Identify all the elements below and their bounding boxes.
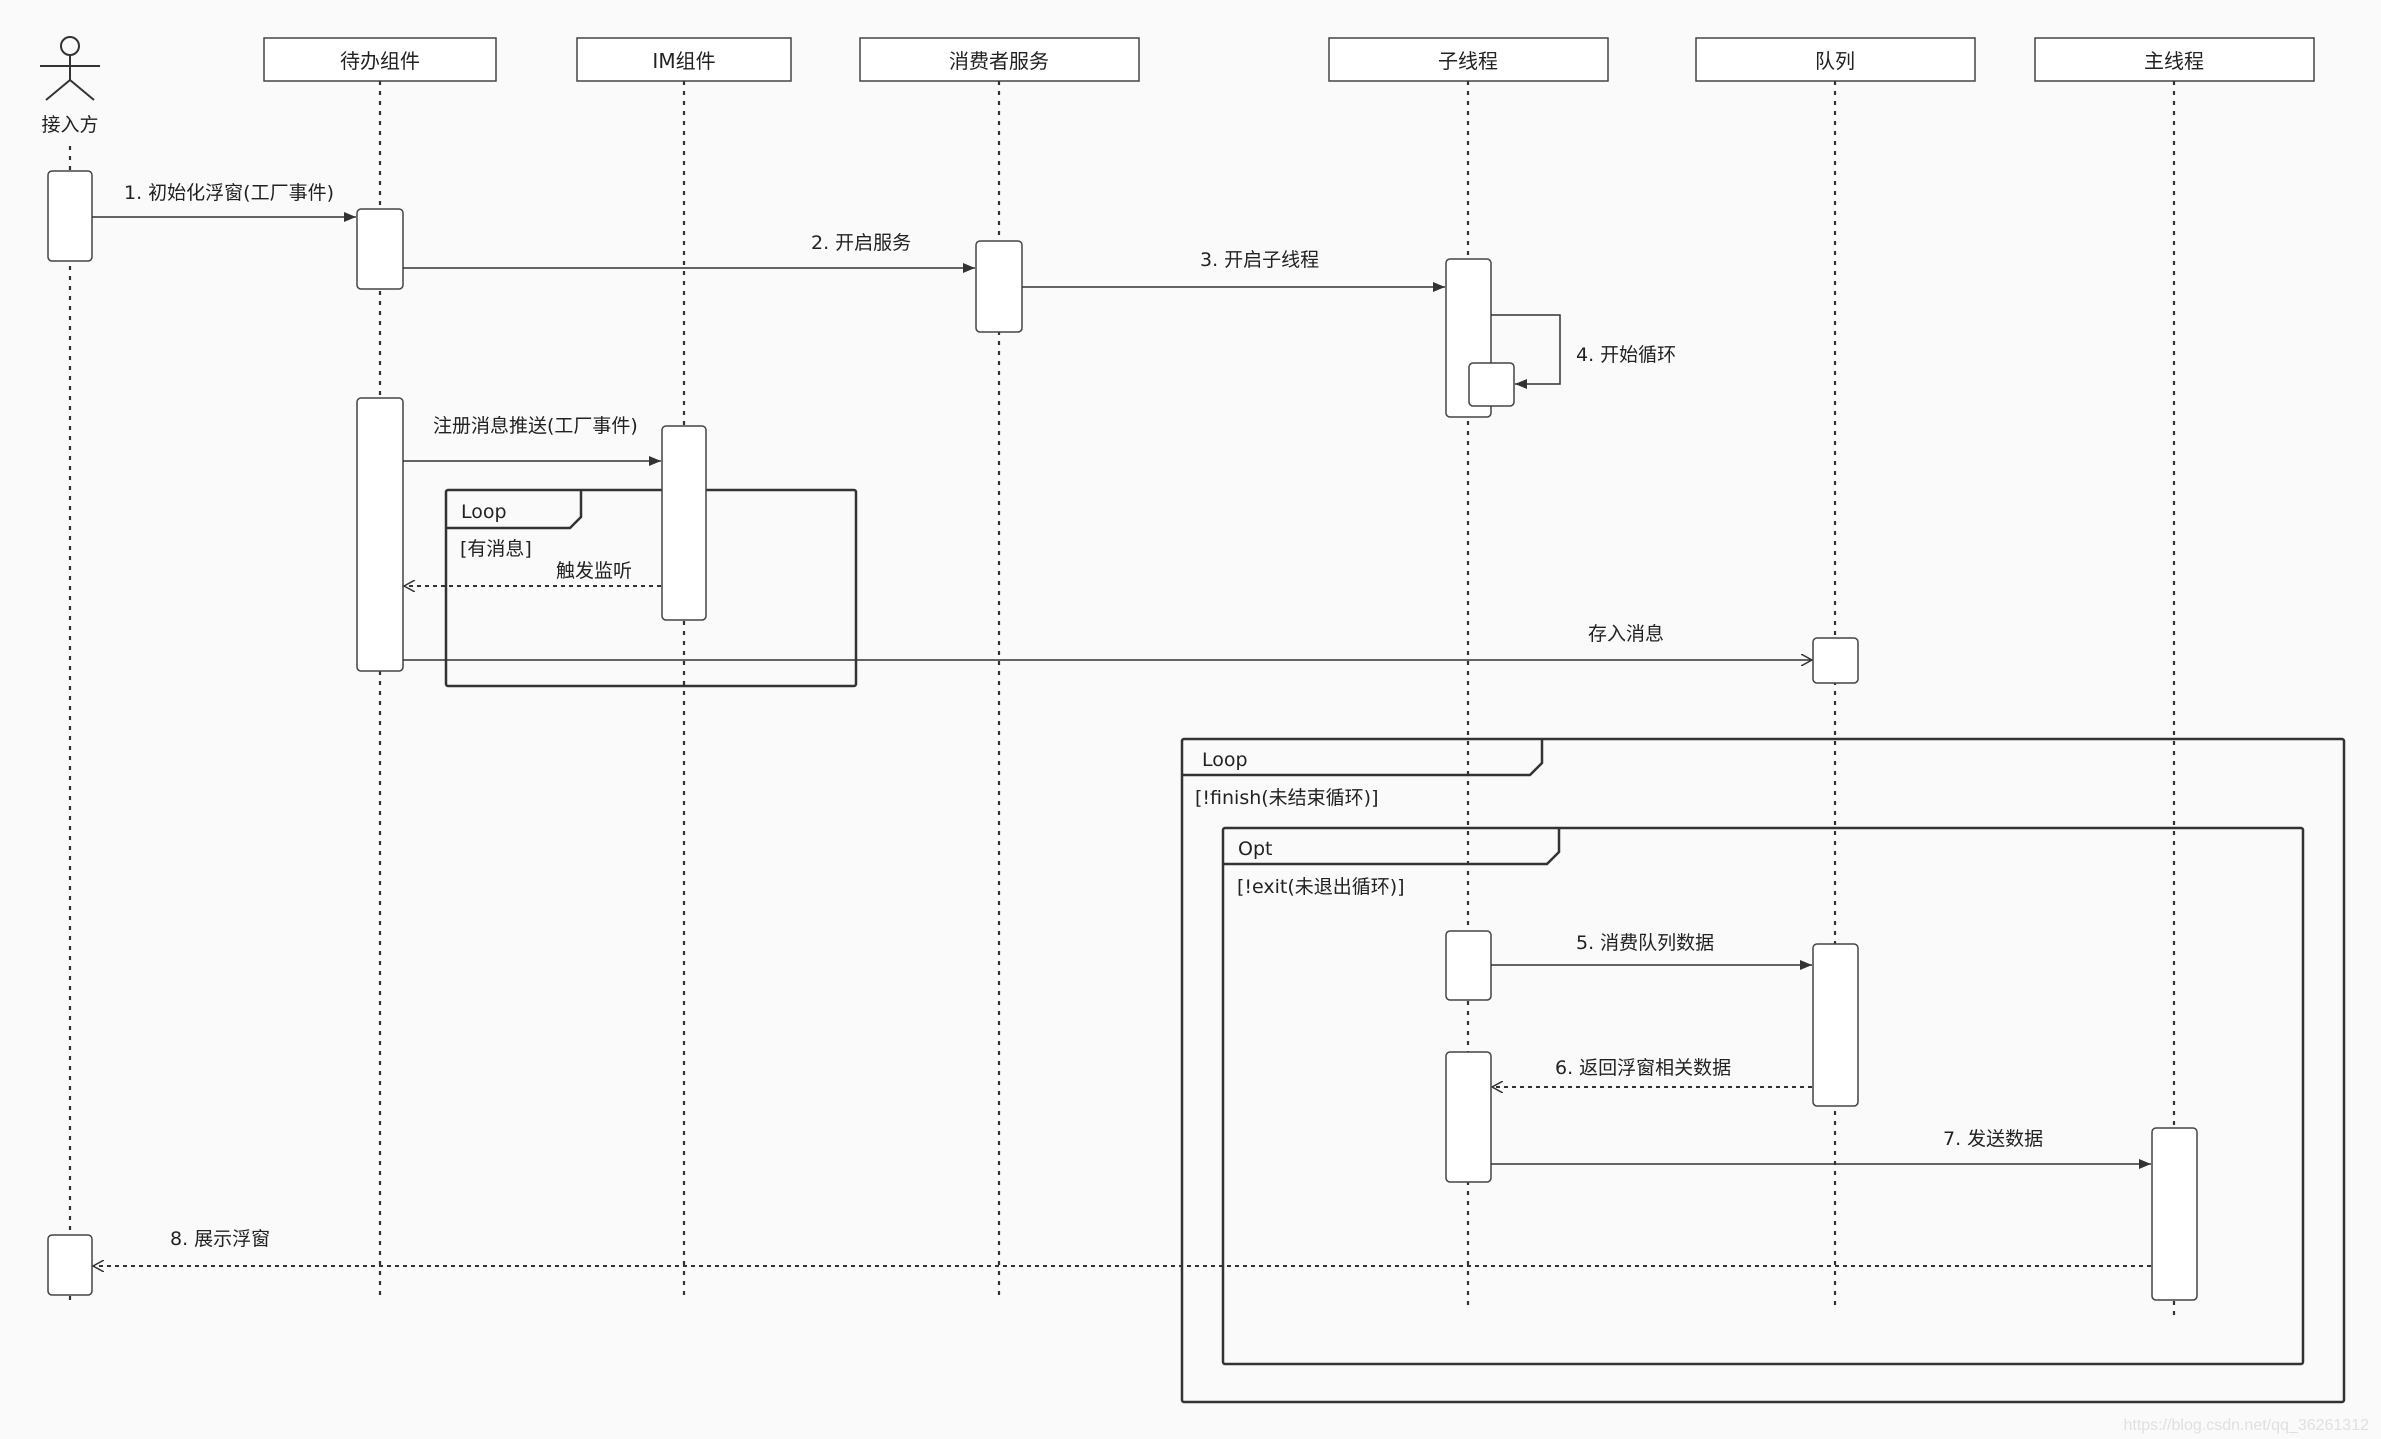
activation-queue-1 <box>1812 637 1859 684</box>
activation-queue-2 <box>1812 943 1859 1107</box>
message-trigger: 触发监听 <box>404 560 661 586</box>
message-label: 触发监听 <box>556 560 632 582</box>
activation-actor-1 <box>47 170 93 262</box>
actor-label: 接入方 <box>41 114 98 136</box>
message-8: 8. 展示浮窗 <box>93 1228 2151 1266</box>
message-label: 3. 开启子线程 <box>1200 249 1319 271</box>
activation-todo-1 <box>356 208 404 290</box>
fragment-loop-finish: Loop [!finish(未结束循环)] <box>1180 737 2346 1404</box>
participant-label: IM组件 <box>652 49 715 73</box>
fragment-opt-exit: Opt [!exit(未退出循环)] <box>1221 826 2305 1366</box>
actor-jierufang: 接入方 <box>40 36 100 136</box>
participant-label: 队列 <box>1815 49 1855 73</box>
message-label: 7. 发送数据 <box>1943 1128 2043 1150</box>
message-2: 2. 开启服务 <box>403 232 975 273</box>
fragment-type-label: Loop <box>461 501 507 523</box>
fragment-type-label: Loop <box>1202 749 1248 771</box>
fragment-guard: [!exit(未退出循环)] <box>1237 876 1405 898</box>
message-5: 5. 消费队列数据 <box>1491 932 1812 970</box>
activation-actor-2 <box>47 1234 93 1296</box>
message-4-self: 4. 开始循环 <box>1491 314 1676 389</box>
activation-subthread-2 <box>1445 930 1492 1001</box>
message-7: 7. 发送数据 <box>1491 1128 2151 1169</box>
message-label: 注册消息推送(工厂事件) <box>433 415 638 437</box>
participant-label: 主线程 <box>2144 49 2204 73</box>
message-label: 5. 消费队列数据 <box>1576 932 1714 954</box>
activation-im-1 <box>661 425 707 621</box>
participant-label: 子线程 <box>1438 49 1498 73</box>
message-label: 1. 初始化浮窗(工厂事件) <box>124 182 334 204</box>
activation-main-1 <box>2151 1127 2198 1301</box>
participant-label: 消费者服务 <box>949 49 1049 73</box>
fragment-guard: [有消息] <box>460 538 532 560</box>
message-label: 4. 开始循环 <box>1576 344 1676 366</box>
activation-consumer-1 <box>975 240 1023 333</box>
message-label: 8. 展示浮窗 <box>170 1228 270 1250</box>
participant-subthread: 子线程 <box>1328 37 1609 82</box>
fragment-loop-message: Loop [有消息] <box>444 488 858 688</box>
watermark-text: https://blog.csdn.net/qq_36261312 <box>2123 1417 2369 1434</box>
activation-subthread-nested <box>1468 362 1515 407</box>
activation-todo-2 <box>356 397 404 672</box>
message-store: 存入消息 <box>403 623 1812 660</box>
message-register: 注册消息推送(工厂事件) <box>403 415 661 466</box>
participant-label: 待办组件 <box>340 49 420 73</box>
participant-consumer: 消费者服务 <box>859 37 1140 82</box>
activation-subthread-3 <box>1445 1051 1492 1183</box>
fragment-type-label: Opt <box>1238 838 1272 860</box>
message-3: 3. 开启子线程 <box>1022 249 1445 292</box>
message-label: 存入消息 <box>1588 623 1664 645</box>
message-1: 1. 初始化浮窗(工厂事件) <box>92 182 356 222</box>
message-label: 2. 开启服务 <box>811 232 911 254</box>
participant-todo: 待办组件 <box>263 37 497 82</box>
participant-queue: 队列 <box>1695 37 1976 82</box>
message-6: 6. 返回浮窗相关数据 <box>1492 1057 1812 1087</box>
fragment-guard: [!finish(未结束循环)] <box>1195 787 1379 809</box>
message-label: 6. 返回浮窗相关数据 <box>1555 1057 1731 1079</box>
participant-im: IM组件 <box>576 37 792 82</box>
participant-main: 主线程 <box>2034 37 2315 82</box>
